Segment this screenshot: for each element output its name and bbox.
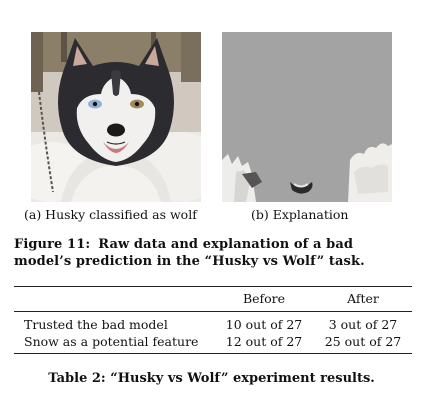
table-header-empty: [14, 286, 214, 312]
panel-a-caption: (a) Husky classified as wolf: [24, 207, 197, 222]
row-label-snow: Snow as a potential feature: [14, 333, 214, 354]
cell-trusted-before: 10 out of 27: [225, 317, 303, 332]
table-caption: Table 2: “Husky vs Wolf” experiment resu…: [48, 371, 375, 386]
table-header-before: Before: [214, 286, 314, 312]
cell-trusted-after: 3 out of 27: [328, 317, 398, 332]
figure-caption-text: Raw data and explanation of a bad model’…: [14, 237, 365, 269]
table-row: Snow as a potential feature 12 out of 27…: [14, 333, 412, 354]
figure-11: (a) Husky classified as wolf (b) Explana…: [14, 32, 392, 269]
cell-snow-after: 25 out of 27: [314, 333, 412, 354]
table-row: Trusted the bad model 10 out of 27 3 out…: [14, 312, 412, 334]
results-table: Before After Trusted the bad model 10 ou…: [14, 286, 412, 354]
panel-b-caption: (b) Explanation: [251, 207, 349, 222]
figure-caption: Figure 11:Raw data and explanation of a …: [14, 236, 412, 270]
explanation-mask: [222, 32, 392, 202]
row-label-trusted: Trusted the bad model: [24, 317, 168, 332]
cell-snow-before: 12 out of 27: [214, 333, 314, 354]
table-header-after: After: [314, 286, 412, 312]
husky-photo: [31, 32, 201, 202]
figure-label: Figure 11:: [14, 237, 91, 252]
table-header-row: Before After: [14, 286, 412, 312]
